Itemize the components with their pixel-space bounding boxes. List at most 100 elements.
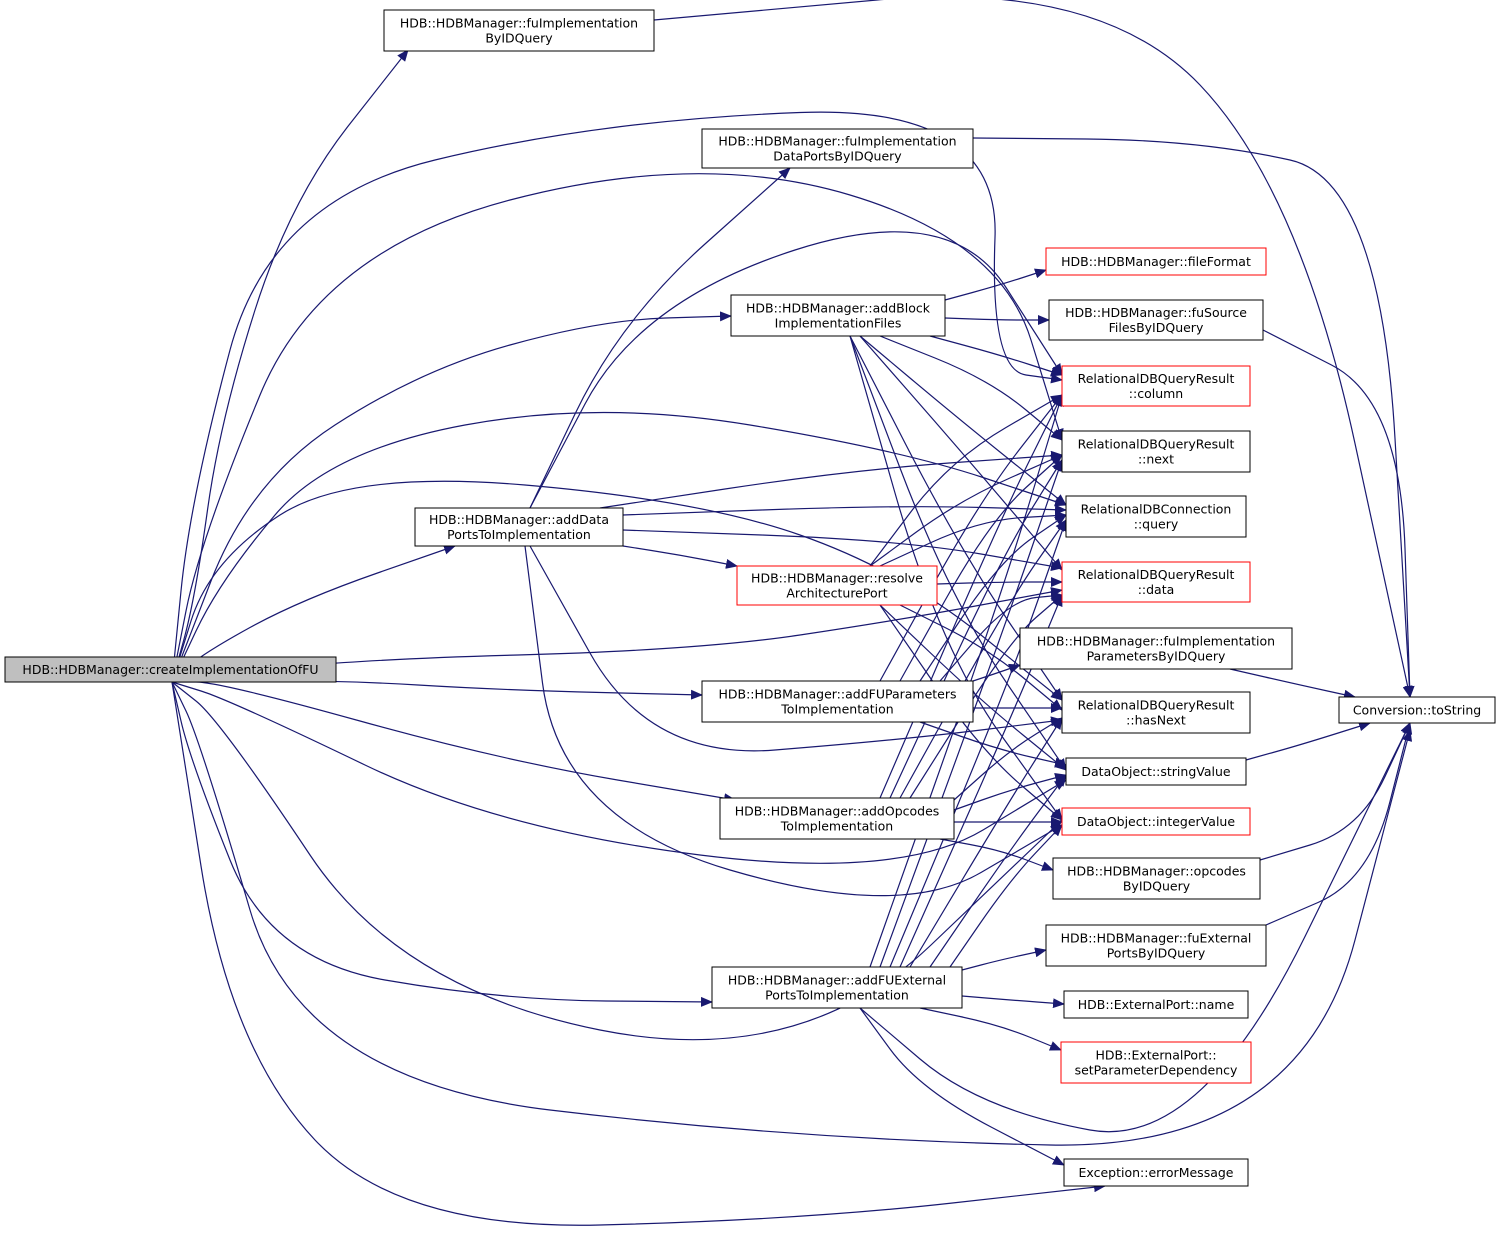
edge-stringValue-to-toString [1245, 721, 1371, 761]
edge-root-to-errorMessage [171, 681, 1106, 1226]
edge-root-to-toString [171, 681, 1413, 1146]
edge-addFUParams-to-next [899, 454, 1063, 682]
node-next[interactable]: RelationalDBQueryResult::next [1061, 430, 1251, 473]
node-label-line: DataObject::integerValue [1077, 814, 1235, 829]
node-label-line: HDB::HDBManager::addFUExternal [728, 973, 946, 988]
edge-addData-to-integerValue [524, 545, 1063, 897]
node-addBlock[interactable]: HDB::HDBManager::addBlockImplementationF… [730, 294, 946, 337]
node-box [1063, 990, 1249, 1019]
node-errorMessage[interactable]: Exception::errorMessage [1063, 1158, 1249, 1187]
edge-addFUParams-to-query [919, 514, 1067, 682]
edge-root-to-next [171, 173, 1064, 683]
node-box [1061, 807, 1251, 836]
node-box [1061, 365, 1251, 407]
edge-root-to-hasNext [171, 480, 1063, 701]
node-box [1060, 1041, 1252, 1084]
edge-addOpcodes-to-column [879, 394, 1063, 799]
node-box [701, 680, 974, 723]
edge-addFUExternal-to-setParam [919, 1007, 1062, 1051]
edge-root-to-addFUExternal [171, 681, 713, 1007]
node-box [1045, 247, 1267, 276]
edge-root-to-addBlock [171, 311, 732, 683]
node-label-line: RelationalDBConnection [1081, 502, 1232, 517]
node-label-line: HDB::HDBManager::fuSource [1065, 305, 1247, 320]
node-label-line: ToImplementation [780, 702, 893, 717]
edge-addBlock-to-next [879, 335, 1063, 441]
node-root[interactable]: HDB::HDBManager::createImplementationOfF… [4, 656, 337, 683]
node-box [711, 966, 963, 1009]
node-box [701, 128, 974, 169]
node-addData[interactable]: HDB::HDBManager::addDataPortsToImplement… [414, 507, 624, 547]
node-box [719, 797, 955, 840]
node-label-line: Exception::errorMessage [1079, 1165, 1234, 1180]
edge-addOpcodes-to-stringValue [953, 773, 1067, 811]
edge-fuExternal-to-toString [1265, 722, 1413, 926]
node-toString[interactable]: Conversion::toString [1338, 696, 1496, 724]
node-column[interactable]: RelationalDBQueryResult::column [1061, 365, 1251, 407]
edge-root-to-integerValue [171, 681, 1063, 1041]
node-box [1019, 627, 1293, 670]
node-setParam[interactable]: HDB::ExternalPort::setParameterDependenc… [1060, 1041, 1252, 1084]
node-label-line: HDB::HDBManager::fileFormat [1061, 254, 1251, 269]
node-addOpcodes[interactable]: HDB::HDBManager::addOpcodesToImplementat… [719, 797, 955, 840]
node-box [730, 294, 946, 337]
node-fuImplByID[interactable]: HDB::HDBManager::fuImplementationByIDQue… [383, 9, 655, 52]
edge-root-to-addOpcodes [171, 681, 736, 804]
edge-addFUExternal-to-column [869, 394, 1064, 968]
node-label-line: HDB::ExternalPort:: [1095, 1048, 1216, 1063]
node-fuImplParams[interactable]: HDB::HDBManager::fuImplementationParamet… [1019, 627, 1293, 670]
node-label-line: HDB::HDBManager::fuImplementation [400, 16, 638, 31]
node-addFUExternal[interactable]: HDB::HDBManager::addFUExternalPortsToImp… [711, 966, 963, 1009]
node-box [1061, 691, 1251, 734]
edge-root-to-fuImplByID [171, 49, 409, 683]
node-dataRes[interactable]: RelationalDBQueryResult::data [1061, 561, 1251, 603]
node-label-line: HDB::HDBManager::addFUParameters [718, 687, 956, 702]
edge-addData-to-fuImplDataPorts [529, 167, 791, 509]
node-label-line: HDB::HDBManager::addBlock [746, 301, 931, 316]
edge-addFUExternal-to-stringValue [929, 774, 1067, 968]
node-portName[interactable]: HDB::ExternalPort::name [1063, 990, 1249, 1019]
edge-resolve-to-stringValue [879, 604, 1067, 771]
edge-opcodesByID-to-toString [1259, 722, 1411, 861]
node-stringValue[interactable]: DataObject::stringValue [1065, 757, 1247, 786]
call-nodes: HDB::HDBManager::createImplementationOfF… [4, 9, 1496, 1187]
call-edges [171, 0, 1415, 1226]
node-label-line: ::column [1129, 386, 1183, 401]
edge-addBlock-to-fuSource [944, 315, 1050, 325]
edge-addFUExternal-to-next [879, 459, 1064, 968]
node-label-line: RelationalDBQueryResult [1078, 567, 1235, 582]
node-box [1065, 757, 1247, 786]
edge-resolve-to-column [869, 394, 1063, 567]
edge-addOpcodes-to-opcodesByID [939, 838, 1054, 871]
node-label-line: ImplementationFiles [775, 316, 902, 331]
node-fileFormat[interactable]: HDB::HDBManager::fileFormat [1045, 247, 1267, 276]
edge-resolve-to-query [879, 510, 1067, 567]
node-label-line: ::query [1134, 517, 1179, 532]
node-query[interactable]: RelationalDBConnection::query [1065, 495, 1247, 538]
node-label-line: ByIDQuery [1123, 879, 1191, 894]
node-label-line: ParametersByIDQuery [1087, 649, 1226, 664]
node-addFUParams[interactable]: HDB::HDBManager::addFUParametersToImplem… [701, 680, 974, 723]
node-box [1338, 696, 1496, 724]
node-fuImplDataPorts[interactable]: HDB::HDBManager::fuImplementationDataPor… [701, 128, 974, 169]
node-label-line: Conversion::toString [1353, 703, 1481, 718]
edge-addFUParams-to-dataRes [939, 591, 1063, 682]
node-fuExternal[interactable]: HDB::HDBManager::fuExternalPortsByIDQuer… [1045, 924, 1267, 967]
node-hasNext[interactable]: RelationalDBQueryResult::hasNext [1061, 691, 1251, 734]
node-label-line: PortsToImplementation [447, 527, 591, 542]
edge-addFUExternal-to-integerValue [949, 824, 1063, 968]
edge-addBlock-to-column [929, 335, 1063, 377]
node-label-line: ArchitecturePort [786, 586, 887, 601]
node-label-line: ToImplementation [780, 819, 893, 834]
node-integerValue[interactable]: DataObject::integerValue [1061, 807, 1251, 836]
node-box [414, 507, 624, 547]
edge-fuImplByID-to-toString [653, 0, 1413, 698]
node-label-line: HDB::HDBManager::fuImplementation [1037, 634, 1275, 649]
edge-root-to-query [171, 411, 1067, 683]
node-label-line: ByIDQuery [485, 31, 553, 46]
node-box [383, 9, 655, 52]
